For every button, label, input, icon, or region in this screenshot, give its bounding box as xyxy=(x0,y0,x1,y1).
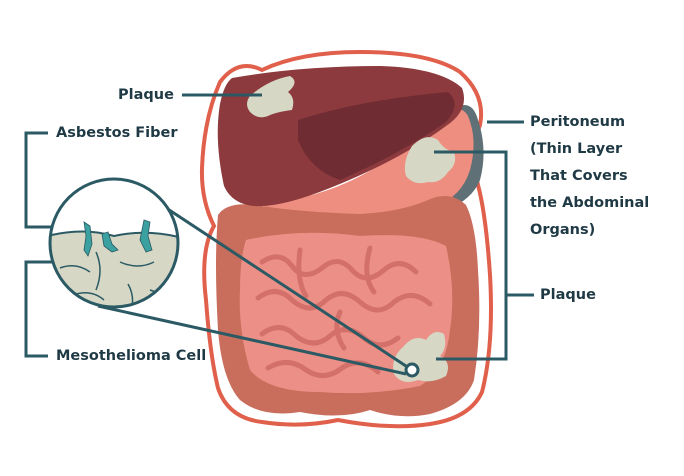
cell-marker xyxy=(404,362,420,378)
peritoneum-line: That Covers xyxy=(530,168,628,184)
magnifier xyxy=(48,177,180,309)
peritoneum-line: Peritoneum xyxy=(530,114,626,130)
label-plaque-colon: Plaque xyxy=(540,287,596,303)
peritoneum-line: Organs) xyxy=(530,222,596,238)
label-peritoneum: Peritoneum (Thin Layer That Covers the A… xyxy=(530,109,649,244)
label-asbestos-fiber: Asbestos Fiber xyxy=(56,125,178,141)
peritoneum-line: the Abdominal xyxy=(530,195,650,211)
asbestos-fibers xyxy=(83,219,153,257)
plaque-stomach xyxy=(404,137,456,184)
peritoneum-line: (Thin Layer xyxy=(530,141,623,157)
liver-lobe xyxy=(298,92,455,180)
label-mesothelioma-cell: Mesothelioma Cell xyxy=(56,348,207,364)
plaque-liver xyxy=(247,76,295,118)
leader-lines xyxy=(24,93,534,376)
label-plaque-liver: Plaque xyxy=(118,87,174,103)
